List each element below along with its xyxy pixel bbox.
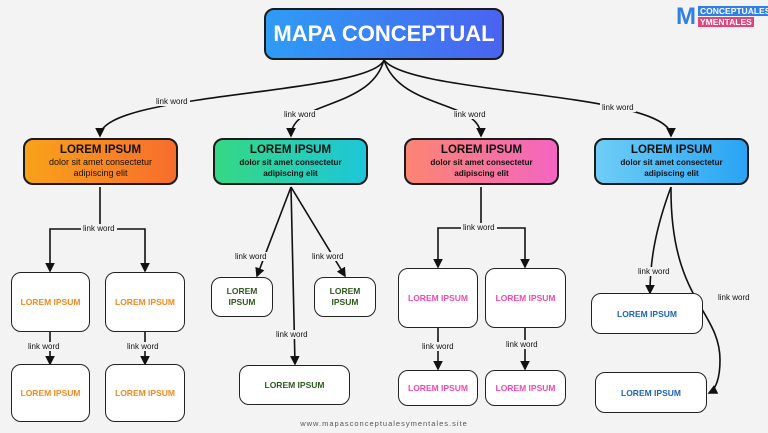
edge-b2-right: [290, 186, 346, 278]
branch-node-4: LOREM IPSUM dolor sit amet consectetur a…: [594, 138, 749, 185]
edge-b1-trunk: [45, 187, 101, 273]
branch-title: LOREM IPSUM: [59, 144, 142, 156]
leaf-node: LOREM IPSUM: [105, 364, 185, 422]
link-word: link word: [600, 103, 636, 112]
leaf-node: LOREM IPSUM: [105, 272, 185, 332]
edge-root-b3: [383, 59, 486, 138]
leaf-label: LOREM IPSUM: [264, 380, 325, 390]
leaf-node: LOREM IPSUM: [591, 293, 703, 334]
edge-b1-right: [100, 228, 150, 273]
branch-subtitle: adipiscing elit: [263, 169, 318, 178]
leaf-label: LOREM IPSUM: [115, 297, 175, 307]
leaf-label: LOREM IPSUM: [408, 383, 468, 393]
leaf-label: LOREM IPSUM: [226, 286, 258, 307]
footer-url: www.mapasconceptualesymentales.site: [300, 419, 468, 428]
link-word: link word: [452, 110, 488, 119]
leaf-label: LOREM IPSUM: [408, 293, 468, 303]
link-word: link word: [233, 252, 269, 261]
edge-root-b1: [95, 59, 385, 138]
leaf-label: LOREM IPSUM: [20, 388, 81, 398]
leaf-label: LOREM IPSUM: [20, 297, 81, 307]
edge-b3-right: [481, 227, 530, 269]
branch-node-3: LOREM IPSUM dolor sit amet consectetur a…: [404, 138, 559, 185]
branch-node-1: LOREM IPSUM dolor sit amet consectetur a…: [23, 138, 178, 185]
branch-subtitle: dolor sit amet consectetur: [620, 158, 723, 167]
leaf-label: LOREM IPSUM: [621, 387, 681, 398]
edge-root-b2: [286, 59, 385, 138]
link-word: link word: [310, 252, 346, 261]
leaf-label: LOREM IPSUM: [617, 308, 677, 319]
leaf-node: LOREM IPSUM: [595, 372, 707, 413]
leaf-label: LOREM IPSUM: [495, 383, 556, 393]
link-word: link word: [282, 110, 318, 119]
link-word: link word: [125, 342, 161, 351]
branch-title: LOREM IPSUM: [440, 144, 523, 156]
link-word: link word: [716, 293, 752, 302]
leaf-node: LOREM IPSUM: [239, 365, 350, 405]
logo-line1: CONCEPTUALES: [698, 6, 768, 16]
logo-line2: YMENTALES: [698, 17, 754, 27]
leaf-node: LOREM IPSUM: [485, 268, 566, 328]
link-word: link word: [81, 224, 117, 233]
leaf-label: LOREM IPSUM: [115, 388, 175, 398]
branch-node-2: LOREM IPSUM dolor sit amet consectetur a…: [213, 138, 368, 185]
link-word: link word: [154, 97, 190, 106]
branch-subtitle: adipiscing elit: [73, 168, 128, 178]
branch-subtitle: adipiscing elit: [454, 169, 509, 178]
leaf-node: LOREM IPSUM: [314, 277, 376, 317]
branch-subtitle: adipiscing elit: [644, 169, 699, 178]
leaf-node: LOREM IPSUM: [485, 370, 566, 406]
brand-logo: M CONCEPTUALES YMENTALES: [676, 3, 768, 30]
branch-subtitle: dolor sit amet consectetur: [430, 158, 533, 167]
central-concept-label: MAPA CONCEPTUAL: [273, 21, 495, 46]
leaf-label: LOREM IPSUM: [329, 286, 361, 307]
leaf-node: LOREM IPSUM: [398, 268, 478, 328]
leaf-node: LOREM IPSUM: [211, 277, 273, 317]
logo-mark: M: [676, 3, 696, 30]
link-word: link word: [461, 223, 497, 232]
edge-b4-left: [645, 186, 672, 295]
leaf-label: LOREM IPSUM: [495, 293, 556, 303]
link-word: link word: [636, 267, 672, 276]
branch-title: LOREM IPSUM: [630, 144, 713, 156]
edge-b3-trunk: [433, 187, 482, 269]
leaf-node: LOREM IPSUM: [398, 370, 478, 406]
branch-subtitle: dolor sit amet consectetur: [48, 157, 153, 167]
link-word: link word: [26, 342, 62, 351]
edge-b4-right: [670, 186, 721, 394]
central-concept: MAPA CONCEPTUAL: [264, 8, 504, 60]
link-word: link word: [420, 342, 456, 351]
link-word: link word: [504, 340, 540, 349]
edge-root-b4: [383, 59, 676, 138]
edge-b2-left: [255, 186, 292, 278]
branch-title: LOREM IPSUM: [249, 144, 332, 156]
link-word: link word: [274, 330, 310, 339]
leaf-node: LOREM IPSUM: [11, 364, 90, 422]
branch-subtitle: dolor sit amet consectetur: [239, 158, 342, 167]
leaf-node: LOREM IPSUM: [11, 272, 90, 332]
